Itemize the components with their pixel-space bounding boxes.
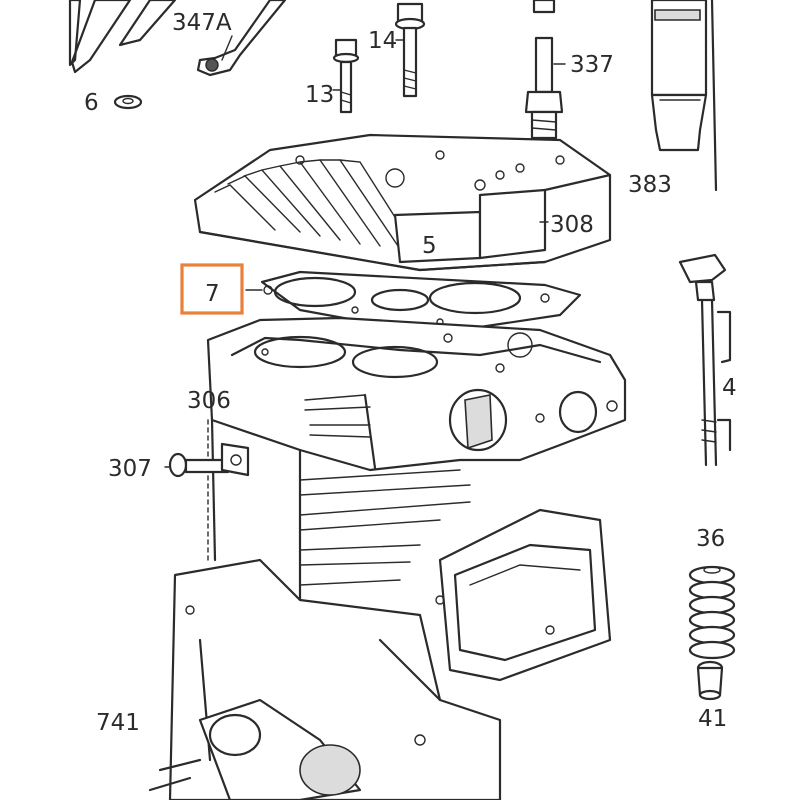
part-383-tool: [650, 0, 718, 192]
highlight-box[interactable]: [180, 263, 244, 315]
label-307: 307: [108, 456, 152, 482]
part-308-cylinder-head: [193, 133, 612, 272]
callout-labels: 347A 14 337 6 13 383 308 5 306 307 4 36 …: [84, 10, 737, 736]
leader-lines: [164, 35, 566, 468]
label-741: 741: [96, 710, 140, 736]
label-4: 4: [722, 375, 737, 401]
part-41-retainer: [696, 660, 724, 701]
label-337: 337: [570, 52, 614, 78]
label-347a: 347A: [172, 10, 232, 36]
label-41: 41: [698, 706, 727, 732]
highlight-callout-7[interactable]: 7: [180, 263, 244, 315]
part-36-spring: [688, 565, 736, 660]
part-307-stud: [168, 419, 250, 561]
part-6-washer: [113, 94, 143, 110]
label-306: 306: [187, 388, 231, 414]
label-383: 383: [628, 172, 672, 198]
label-7: 7: [205, 281, 220, 307]
crankcase-block: [148, 508, 612, 800]
label-14: 14: [368, 28, 397, 54]
label-6: 6: [84, 90, 99, 116]
label-13: 13: [305, 82, 334, 108]
part-337-spark-plug: [524, 0, 564, 152]
part-13-bolt: [332, 38, 360, 114]
label-308: 308: [550, 212, 594, 238]
part-14-bolt: [394, 2, 426, 98]
label-5: 5: [422, 233, 437, 259]
part-306-cylinder-barrel: [206, 316, 627, 602]
part-valve: [678, 253, 732, 467]
label-36: 36: [696, 526, 725, 552]
